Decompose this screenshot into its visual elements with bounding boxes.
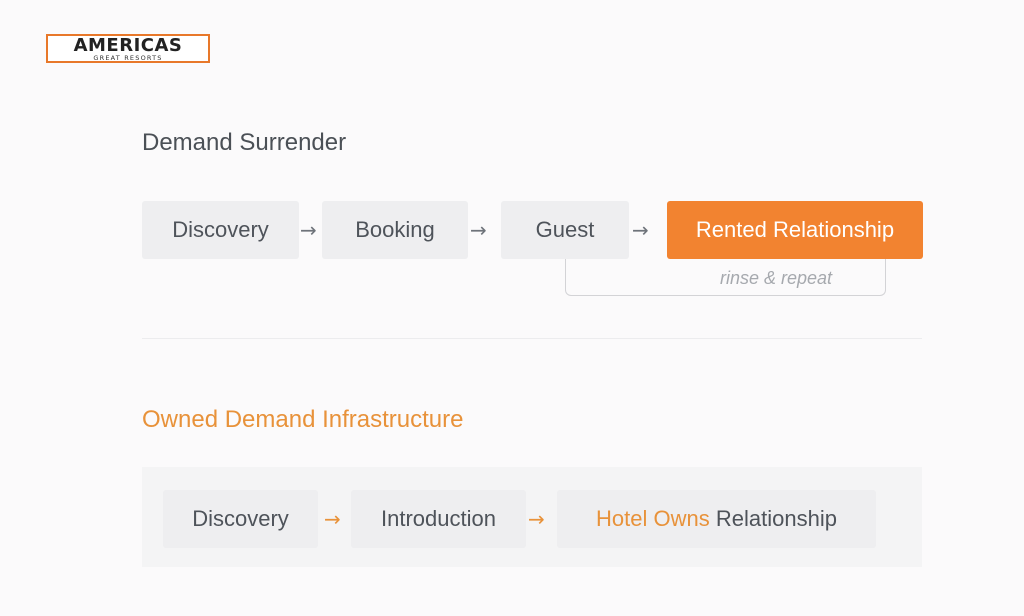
repeat-loop-connector: [565, 259, 886, 296]
step-discovery: Discovery: [163, 490, 318, 548]
logo-sub-text: GREAT RESORTS: [93, 54, 163, 62]
step-rented-relationship: Rented Relationship: [667, 201, 923, 259]
section-title-demand-surrender: Demand Surrender: [142, 129, 347, 156]
arrow-right-icon: →: [528, 507, 545, 531]
arrow-right-icon: →: [300, 218, 317, 242]
step-rest-text: Relationship: [709, 506, 837, 531]
step-guest: Guest: [501, 201, 629, 259]
arrow-right-icon: →: [470, 218, 487, 242]
section-title-owned-demand: Owned Demand Infrastructure: [142, 406, 464, 433]
section-divider: [142, 338, 922, 339]
step-hotel-owns-relationship: Hotel Owns Relationship: [557, 490, 876, 548]
arrow-right-icon: →: [632, 218, 649, 242]
arrow-right-icon: →: [324, 507, 341, 531]
loop-label: rinse & repeat: [720, 268, 833, 288]
step-highlight-text: Hotel Owns: [596, 506, 710, 531]
step-booking: Booking: [322, 201, 468, 259]
step-introduction: Introduction: [351, 490, 526, 548]
logo: AMERICAS GREAT RESORTS: [46, 34, 210, 63]
logo-main-text: AMERICAS: [73, 35, 183, 56]
step-discovery: Discovery: [142, 201, 299, 259]
